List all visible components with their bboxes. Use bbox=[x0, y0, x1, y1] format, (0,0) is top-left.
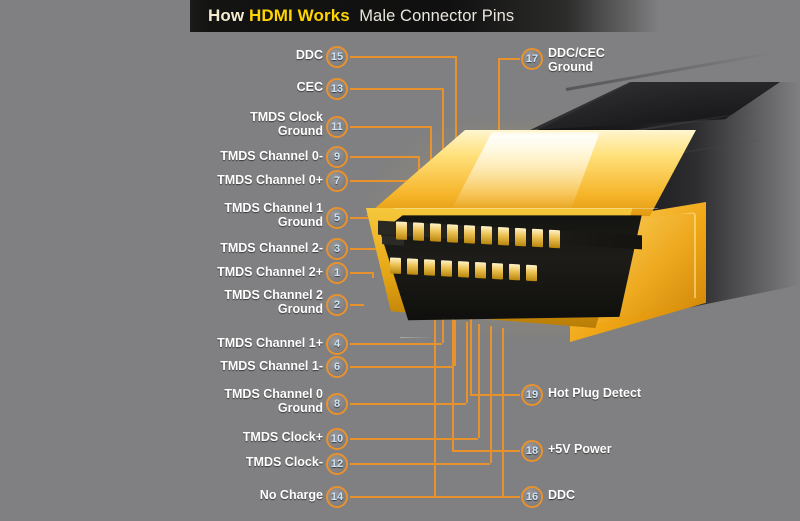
pin-contact bbox=[390, 257, 401, 274]
pin-contact bbox=[430, 223, 441, 242]
leader-line-h bbox=[350, 496, 502, 498]
leader-line-h bbox=[350, 126, 430, 128]
pin-label-13: CEC bbox=[296, 80, 323, 94]
pin-badge-13[interactable]: 13 bbox=[326, 78, 348, 100]
pin-label-1: TMDS Channel 2+ bbox=[217, 265, 323, 279]
pin-badge-8[interactable]: 8 bbox=[326, 393, 348, 415]
leader-line-v bbox=[502, 328, 504, 496]
hdmi-connector-illustration bbox=[330, 51, 800, 368]
pin-contact bbox=[424, 259, 435, 276]
pin-label-8: TMDS Channel 0 Ground bbox=[224, 387, 323, 415]
leader-line-v bbox=[466, 322, 468, 403]
leader-line-h bbox=[350, 343, 442, 345]
pin-badge-9[interactable]: 9 bbox=[326, 146, 348, 168]
pin-contact bbox=[498, 226, 509, 246]
title-subtitle bbox=[350, 7, 359, 25]
title-bar: How HDMI Works Male Connector Pins bbox=[190, 0, 660, 32]
leader-line-h bbox=[350, 304, 364, 306]
leader-line-h bbox=[350, 180, 406, 182]
title-hdmi: HDMI Works bbox=[249, 6, 350, 25]
leader-line-h bbox=[434, 496, 520, 498]
pin-label-10: TMDS Clock+ bbox=[242, 430, 323, 444]
pin-label-2: TMDS Channel 2 Ground bbox=[224, 288, 323, 316]
leader-line-h bbox=[350, 56, 455, 58]
leader-line-h bbox=[350, 438, 478, 440]
pin-contact bbox=[481, 225, 492, 245]
pin-contact bbox=[526, 264, 537, 282]
pin-label-9: TMDS Channel 0- bbox=[220, 149, 323, 163]
leader-line-h bbox=[350, 403, 466, 405]
pin-contact bbox=[396, 221, 407, 240]
pin-label-3: TMDS Channel 2- bbox=[220, 241, 323, 255]
leader-line-h bbox=[350, 156, 418, 158]
pin-badge-16[interactable]: 16 bbox=[521, 486, 543, 508]
pin-label-14: No Charge bbox=[259, 488, 323, 502]
pin-contact bbox=[458, 261, 469, 278]
pin-badge-2[interactable]: 2 bbox=[326, 294, 348, 316]
pin-badge-18[interactable]: 18 bbox=[521, 440, 543, 462]
leader-line-v bbox=[454, 320, 456, 366]
title-text: How HDMI Works Male Connector Pins bbox=[190, 6, 514, 26]
leader-line-v bbox=[470, 262, 472, 394]
pin-badge-10[interactable]: 10 bbox=[326, 428, 348, 450]
pin-contact bbox=[447, 224, 458, 243]
leader-line-h bbox=[452, 450, 520, 452]
title-subtitle-text: Male Connector Pins bbox=[359, 7, 515, 25]
leader-line-h bbox=[350, 366, 454, 368]
leader-line-v bbox=[442, 318, 444, 343]
pin-label-4: TMDS Channel 1+ bbox=[217, 336, 323, 350]
pin-badge-3[interactable]: 3 bbox=[326, 238, 348, 260]
pin-badge-17[interactable]: 17 bbox=[521, 48, 543, 70]
leader-line-v bbox=[452, 300, 454, 450]
leader-line-h bbox=[350, 88, 442, 90]
pin-label-12: TMDS Clock- bbox=[245, 455, 323, 469]
pin-badge-7[interactable]: 7 bbox=[326, 170, 348, 192]
pin-badge-14[interactable]: 14 bbox=[326, 486, 348, 508]
title-how: How bbox=[208, 6, 250, 25]
pin-contact bbox=[475, 261, 486, 279]
pin-badge-4[interactable]: 4 bbox=[326, 333, 348, 355]
leader-line-v bbox=[478, 324, 480, 438]
pin-badge-6[interactable]: 6 bbox=[326, 356, 348, 378]
pin-contact bbox=[532, 228, 543, 248]
pin-contact bbox=[515, 227, 526, 247]
pin-badge-15[interactable]: 15 bbox=[326, 46, 348, 68]
leader-line-h bbox=[350, 248, 382, 250]
pin-contact bbox=[464, 225, 475, 244]
pin-contact bbox=[441, 260, 452, 277]
pin-contact bbox=[492, 262, 503, 280]
pin-badge-5[interactable]: 5 bbox=[326, 207, 348, 229]
pin-label-17: DDC/CEC Ground bbox=[548, 46, 605, 74]
leader-line-v bbox=[372, 272, 374, 278]
pin-contact bbox=[413, 222, 424, 241]
pin-badge-1[interactable]: 1 bbox=[326, 262, 348, 284]
pin-label-18: +5V Power bbox=[548, 442, 612, 456]
pin-contact bbox=[549, 229, 560, 249]
leader-line-h bbox=[350, 272, 372, 274]
pin-label-16: DDC bbox=[548, 488, 576, 502]
pin-badge-12[interactable]: 12 bbox=[326, 453, 348, 475]
pin-badge-11[interactable]: 11 bbox=[326, 116, 348, 138]
leader-line-h bbox=[350, 463, 490, 465]
pin-label-7: TMDS Channel 0+ bbox=[217, 173, 323, 187]
leader-line-h bbox=[498, 58, 520, 60]
leader-line-h bbox=[470, 394, 520, 396]
pin-contact bbox=[509, 263, 520, 281]
pin-label-5: TMDS Channel 1 Ground bbox=[224, 201, 323, 229]
pin-label-6: TMDS Channel 1- bbox=[220, 359, 323, 373]
pin-badge-19[interactable]: 19 bbox=[521, 384, 543, 406]
pin-contact bbox=[407, 258, 418, 275]
leader-line-v bbox=[434, 310, 436, 496]
pin-label-15: DDC bbox=[295, 48, 323, 62]
pin-label-19: Hot Plug Detect bbox=[548, 386, 642, 400]
pin-label-11: TMDS Clock Ground bbox=[250, 110, 323, 138]
